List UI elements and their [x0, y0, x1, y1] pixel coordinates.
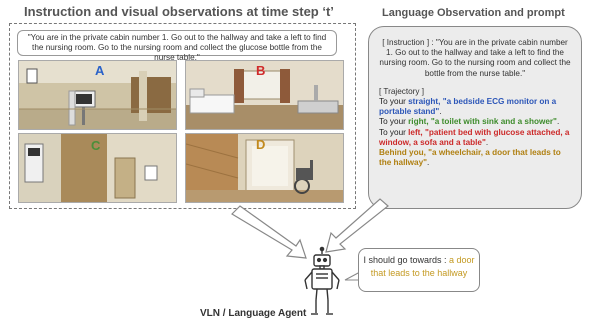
- prompt-title: Language Observation and prompt: [382, 7, 565, 19]
- scene-d-image: D: [185, 133, 344, 203]
- observation-straight: "a bedside ECG monitor on a portable sta…: [379, 97, 557, 117]
- trajectory-header: [ Trajectory ]: [379, 86, 425, 96]
- trajectory-line-straight: To your straight, "a bedside ECG monitor…: [379, 97, 571, 117]
- speech-lead: I should go towards :: [363, 255, 450, 265]
- trajectory-line-behind: Behind you, "a wheelchair, a door that l…: [379, 148, 571, 168]
- trajectory-sep: ,: [420, 127, 425, 137]
- trajectory-line-left: To your left, "patient bed with glucose …: [379, 128, 571, 148]
- scene-d-label: D: [256, 137, 266, 152]
- scene-a-label: A: [95, 63, 105, 78]
- direction-behind: Behind you: [379, 148, 424, 158]
- direction-left: left: [408, 127, 421, 137]
- trajectory-prefix: To your: [379, 117, 409, 127]
- scene-a-image: A: [18, 60, 177, 130]
- instruction-box: "You are in the private cabin number 1. …: [17, 30, 337, 62]
- trajectory-sep: ,: [423, 148, 429, 158]
- arrow-from-prompt: [325, 198, 389, 253]
- trajectory-line-right: To your right, "a toilet with sink and a…: [379, 117, 571, 127]
- arrow-from-observations: [231, 205, 307, 259]
- language-prompt-box: [ Instruction ] : "You are in the privat…: [368, 26, 582, 209]
- trajectory-sep: ,: [426, 117, 431, 127]
- agent-speech-bubble: I should go towards : a door that leads …: [358, 248, 480, 292]
- scene-b-image: B: [185, 60, 344, 130]
- robot-agent-icon: [304, 246, 340, 315]
- trajectory-suffix: .: [485, 137, 489, 147]
- speech-answer: a door that leads to the hallway: [370, 255, 475, 278]
- trajectory-suffix: .: [556, 117, 560, 127]
- prompt-instruction: [ Instruction ] : "You are in the privat…: [379, 38, 571, 78]
- trajectory-suffix: .: [439, 107, 442, 117]
- scene-c-image: C: [18, 133, 177, 203]
- direction-straight: straight: [408, 97, 439, 107]
- observations-title: Instruction and visual observations at t…: [24, 4, 334, 19]
- observation-right: "a toilet with sink and a shower": [430, 117, 557, 127]
- scene-c-label: C: [91, 138, 101, 153]
- observation-left: "patient bed with glucose attached, a wi…: [379, 127, 570, 147]
- agent-label: VLN / Language Agent: [200, 308, 307, 319]
- direction-right: right: [408, 117, 427, 127]
- observation-behind: "a wheelchair, a door that leads to the …: [379, 148, 561, 168]
- trajectory-suffix: .: [427, 158, 430, 168]
- scene-b-label: B: [256, 63, 266, 78]
- observations-panel: [9, 23, 356, 209]
- trajectory-sep: ,: [438, 97, 443, 107]
- trajectory-prefix: To your: [379, 127, 409, 137]
- trajectory-prefix: To your: [379, 97, 409, 107]
